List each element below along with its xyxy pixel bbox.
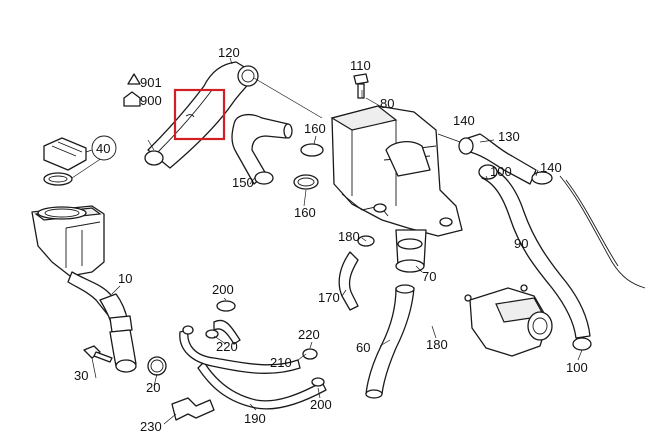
label-100-upper: 100 xyxy=(490,164,512,179)
label-10: 10 xyxy=(118,271,132,286)
part-200-220-clamps[interactable] xyxy=(182,300,325,387)
part-80-oil-separator[interactable] xyxy=(330,105,463,237)
label-200-lower: 200 xyxy=(310,397,332,412)
part-170-small-hose[interactable] xyxy=(338,251,359,311)
part-90-coolant-hose[interactable] xyxy=(478,164,646,351)
label-901: 901 xyxy=(140,75,162,90)
highlight-box xyxy=(173,88,226,141)
part-20-o-ring[interactable] xyxy=(147,356,167,376)
part-30-bolt[interactable] xyxy=(83,345,113,363)
label-900: 900 xyxy=(140,93,162,108)
part-10-intake-housing[interactable] xyxy=(31,205,137,373)
part-40-breather-cap[interactable] xyxy=(43,137,87,186)
label-70: 70 xyxy=(422,269,436,284)
label-180-right: 180 xyxy=(426,337,448,352)
label-190: 190 xyxy=(244,411,266,426)
label-30: 30 xyxy=(74,368,88,383)
label-180-left: 180 xyxy=(338,229,360,244)
label-210: 210 xyxy=(270,355,292,370)
part-130-hose[interactable] xyxy=(458,133,553,185)
clip-icon xyxy=(123,91,141,107)
label-100-lower: 100 xyxy=(566,360,588,375)
part-160-clamps[interactable] xyxy=(293,143,324,190)
part-60-vertical-hose[interactable] xyxy=(365,284,415,399)
label-170: 170 xyxy=(318,290,340,305)
label-140-right: 140 xyxy=(540,160,562,175)
part-70-outlet-clamp[interactable] xyxy=(357,229,427,273)
label-40-circle xyxy=(91,135,117,161)
part-labels: 10 20 30 40 60 70 80 90 100 100 110 120 … xyxy=(74,45,588,434)
label-200-upper: 200 xyxy=(212,282,234,297)
label-130: 130 xyxy=(498,129,520,144)
part-150-elbow-hose[interactable] xyxy=(231,113,293,185)
label-220-right: 220 xyxy=(298,327,320,342)
part-110-bolt[interactable] xyxy=(353,73,369,99)
label-140-left: 140 xyxy=(453,113,475,128)
leader-lines xyxy=(71,57,583,425)
label-60: 60 xyxy=(356,340,370,355)
label-120: 120 xyxy=(218,45,240,60)
part-190-hose[interactable] xyxy=(197,361,327,410)
part-210-hose[interactable] xyxy=(179,319,301,374)
label-90: 90 xyxy=(514,236,528,251)
label-40: 40 xyxy=(96,141,110,156)
part-230-clip[interactable] xyxy=(171,397,215,421)
label-160-lower: 160 xyxy=(294,205,316,220)
label-150: 150 xyxy=(232,175,254,190)
screw-icon xyxy=(127,73,141,85)
part-120-breather-pipe[interactable] xyxy=(144,61,259,169)
label-80: 80 xyxy=(380,96,394,111)
label-160-upper: 160 xyxy=(304,121,326,136)
thermostat-housing[interactable] xyxy=(464,284,553,357)
label-230: 230 xyxy=(140,419,162,434)
label-20: 20 xyxy=(146,380,160,395)
label-110: 110 xyxy=(350,58,371,73)
highlight-part-mark xyxy=(185,114,195,118)
label-220-left: 220 xyxy=(216,339,238,354)
